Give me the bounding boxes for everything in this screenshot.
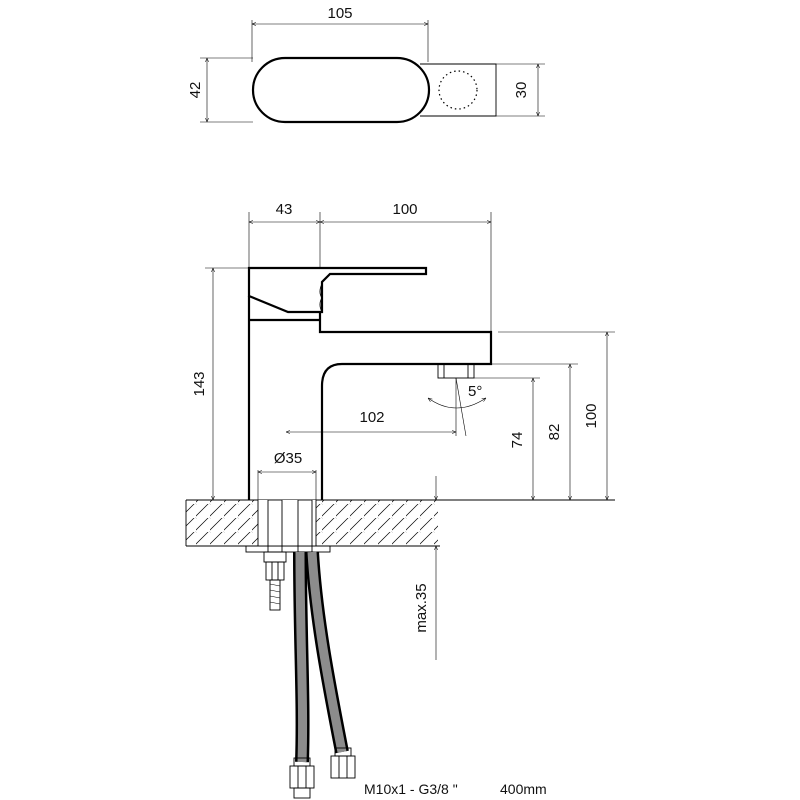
handle-oval-top [251, 56, 431, 124]
handle-lever [247, 266, 428, 314]
reach-dim-label: 100 [392, 201, 417, 218]
threaded-rod [269, 579, 281, 611]
handle-grip-wave [319, 283, 323, 313]
hose-length-note: 400mm [500, 781, 547, 797]
angle-axis-tilt [455, 377, 467, 437]
spout-rect-top [420, 63, 497, 117]
hose-fitting-right [330, 747, 356, 779]
hose-right-fill [307, 551, 347, 753]
fixing-nut-top [263, 551, 287, 563]
top-width-dim-label: 105 [327, 5, 352, 22]
aerator [437, 363, 475, 379]
spout-dim-label: 30 [513, 82, 530, 99]
fixing-nut [265, 561, 285, 581]
angle-dim-label: 5° [468, 383, 482, 400]
dim-100-label: 100 [583, 403, 600, 428]
dim-74-label: 74 [509, 432, 526, 449]
aerator-dots [438, 70, 478, 110]
thread-note: M10x1 - G3/8 " [364, 781, 458, 797]
max-deck-dim-label: max.35 [413, 583, 430, 632]
angle-arc [428, 398, 486, 409]
dim-82-label: 82 [546, 424, 563, 441]
height-dim-label: 143 [191, 371, 208, 396]
top-view: 105 42 30 [187, 5, 545, 124]
spout-reach-dim-label: 102 [359, 409, 384, 426]
hose-fitting-left [289, 757, 315, 799]
rod-threads [269, 583, 281, 605]
hose-left-fill [295, 551, 308, 763]
fixing-plate [245, 545, 331, 553]
diameter-dim-label: Ø35 [274, 450, 302, 467]
side-view: 43 100 5° 102 Ø35 143 [185, 201, 615, 799]
countertop-hole [258, 500, 316, 546]
body-width-dim-label: 43 [276, 201, 293, 218]
spout-body-outline [318, 312, 493, 500]
top-height-dim-label: 42 [187, 82, 204, 99]
